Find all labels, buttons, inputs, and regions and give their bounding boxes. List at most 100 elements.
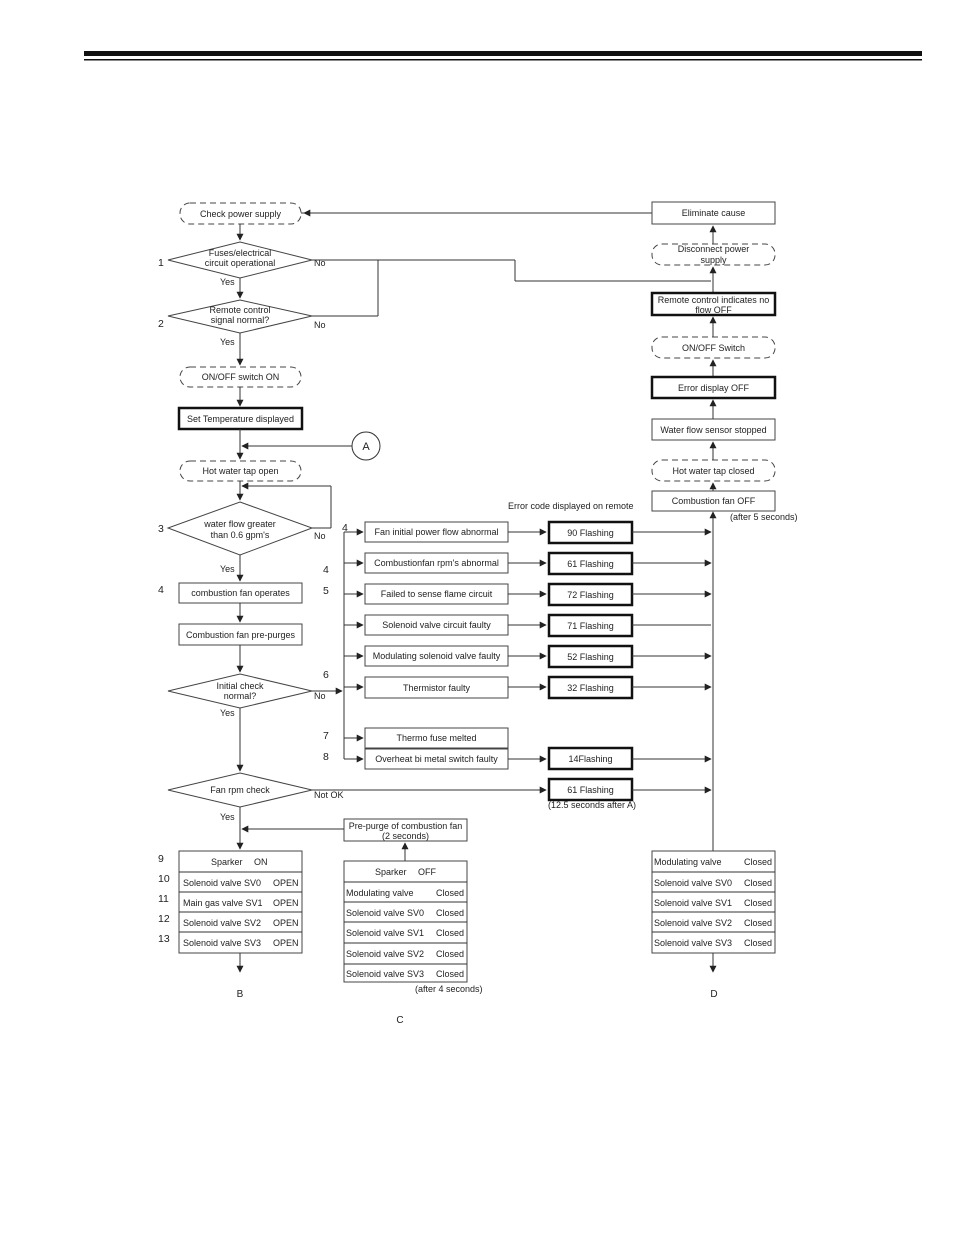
flow-label-1: water flow greater	[203, 519, 276, 529]
fuses-label-1: Fuses/electrical	[209, 248, 272, 258]
remote-indicates-node	[650, 291, 777, 317]
fault-7-label: Overheat bi metal switch faulty	[375, 754, 498, 764]
table-d-row-3-name: Solenoid valve SV2	[654, 918, 732, 928]
fault-row: Solenoid valve circuit faulty 71 Flashin…	[344, 613, 711, 638]
fan-off-node	[651, 490, 776, 512]
fault-5-code: 32 Flashing	[567, 683, 614, 693]
step-2: 2	[158, 318, 164, 330]
step-3: 3	[158, 523, 164, 535]
step-1: 1	[158, 257, 164, 269]
table-c-row-5-state: Closed	[436, 969, 464, 979]
remote-label-2: signal normal?	[211, 315, 270, 325]
table-b-row-1-state: OPEN	[273, 878, 299, 888]
initial-label-1: Initial check	[216, 681, 264, 691]
table-d-row-2-name: Solenoid valve SV1	[654, 898, 732, 908]
after5-note: (after 5 seconds)	[730, 512, 798, 522]
exit-d: D	[710, 989, 717, 1000]
table-b-row-1-name: Solenoid valve SV0	[183, 878, 261, 888]
table-d-row-4-state: Closed	[744, 938, 772, 948]
eliminate-node	[651, 201, 776, 225]
fault-row: 8 Overheat bi metal switch faulty 14Flas…	[323, 746, 712, 771]
fault-4-label: Modulating solenoid valve faulty	[373, 651, 501, 661]
prepurge-label-2: (2 seconds)	[382, 831, 429, 841]
fault-2-label: Failed to sense flame circuit	[381, 589, 493, 599]
onoff-switch-label: ON/OFF Switch	[682, 343, 745, 353]
fault-row: 7 Thermo fuse melted	[323, 727, 509, 749]
table-d-row-1-state: Closed	[744, 878, 772, 888]
table-c-row-5-name: Solenoid valve SV3	[346, 969, 424, 979]
table-b-row-0-name: Sparker	[211, 857, 243, 867]
table-d-row-4-name: Solenoid valve SV3	[654, 938, 732, 948]
fan-rpm-notok: Not OK	[314, 790, 344, 800]
fan-rpm-yes: Yes	[220, 812, 235, 822]
after12-note: (12.5 seconds after A)	[548, 800, 636, 810]
table-b-row-4-state: OPEN	[273, 938, 299, 948]
fault-1-label: Combustionfan rpm's abnormal	[374, 558, 499, 568]
step-4: 4	[158, 584, 164, 596]
remote-no: No	[314, 320, 326, 330]
fault-0-label: Fan initial power flow abnormal	[374, 527, 498, 537]
fault-0-code: 90 Flashing	[567, 528, 614, 538]
fan-prepurge-label: Combustion fan pre-purges	[186, 630, 296, 640]
fan-operates-label: combustion fan operates	[191, 588, 290, 598]
fault-7-step: 8	[323, 751, 329, 763]
step-10: 10	[158, 873, 170, 885]
table-d-row-3-state: Closed	[744, 918, 772, 928]
onoff-switch-node	[651, 336, 776, 359]
fault-1-code: 61 Flashing	[567, 559, 614, 569]
table-b-row-0-state: ON	[254, 857, 268, 867]
sensor-stopped-label: Water flow sensor stopped	[660, 425, 766, 435]
fault-3-label: Solenoid valve circuit faulty	[382, 620, 491, 630]
connector-a-label: A	[362, 441, 370, 453]
table-d-row-2-state: Closed	[744, 898, 772, 908]
table-c-row-1-state: Closed	[436, 888, 464, 898]
fuses-label-2: circuit operational	[205, 258, 276, 268]
table-b-row-3-state: OPEN	[273, 918, 299, 928]
flow-no: No	[314, 531, 326, 541]
fan-rpm-label: Fan rpm check	[210, 785, 270, 795]
table-c-row-4-name: Solenoid valve SV2	[346, 949, 424, 959]
disconnect-label-1: Disconnect power	[678, 244, 750, 254]
initial-yes: Yes	[220, 708, 235, 718]
table-c-row-3-name: Solenoid valve SV1	[346, 928, 424, 938]
table-c-row-0-state: OFF	[418, 867, 436, 877]
table-d-row-0-name: Modulating valve	[654, 857, 722, 867]
tap-closed-label: Hot water tap closed	[672, 466, 754, 476]
step-11: 11	[158, 893, 169, 905]
tap-closed-node	[651, 459, 776, 482]
step-9: 9	[158, 853, 164, 865]
table-c-row-1-name: Modulating valve	[346, 888, 414, 898]
fault-0-step: 4	[342, 522, 348, 534]
fault-row: 4 Fan initial power flow abnormal 90 Fla…	[342, 520, 712, 545]
table-c-row-2-name: Solenoid valve SV0	[346, 908, 424, 918]
remote-ind-label-2: flow OFF	[695, 305, 732, 315]
set-temp-label: Set Temperature displayed	[187, 414, 294, 424]
exit-c: C	[396, 1015, 403, 1026]
eliminate-label: Eliminate cause	[682, 208, 746, 218]
table-b-row-4-name: Solenoid valve SV3	[183, 938, 261, 948]
table-b: Sparker ON Solenoid valve SV0 OPEN Main …	[178, 850, 303, 954]
onoff-on-label: ON/OFF switch ON	[202, 372, 280, 382]
fault-row: 6 Thermistor faulty 32 Flashing	[323, 669, 712, 700]
table-d-row-1-name: Solenoid valve SV0	[654, 878, 732, 888]
initial-label-2: normal?	[224, 691, 257, 701]
remote-yes: Yes	[220, 337, 235, 347]
fault-5-step: 6	[323, 669, 329, 681]
check-power-label: Check power supply	[200, 209, 282, 219]
remote-label-1: Remote control	[209, 305, 270, 315]
prepurge-node	[343, 818, 468, 842]
table-c-row-2-state: Closed	[436, 908, 464, 918]
step-13: 13	[158, 933, 170, 945]
remote-ind-label-1: Remote control indicates no	[658, 295, 770, 305]
fault-4-code: 52 Flashing	[567, 652, 614, 662]
fault-1-step: 4	[323, 564, 329, 576]
fault-row: 4 Combustionfan rpm's abnormal 61 Flashi…	[323, 551, 712, 576]
table-c-row-0-name: Sparker	[375, 867, 407, 877]
fan-rpm-code: 61 Flashing	[567, 785, 614, 795]
table-c-row-4-state: Closed	[436, 949, 464, 959]
table-c-row-3-state: Closed	[436, 928, 464, 938]
flow-yes: Yes	[220, 564, 235, 574]
prepurge-label-1: Pre-purge of combustion fan	[349, 821, 463, 831]
error-display-label: Error display OFF	[678, 383, 750, 393]
